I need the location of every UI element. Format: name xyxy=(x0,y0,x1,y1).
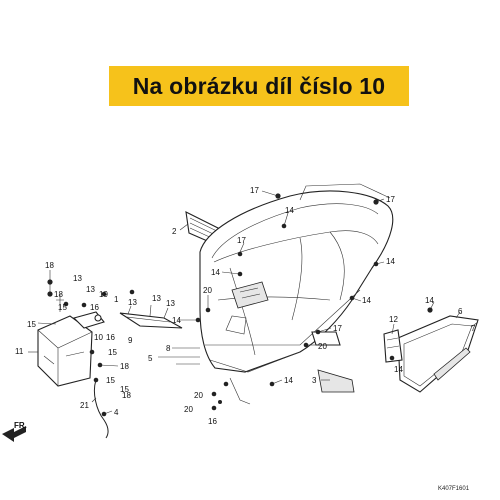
callout-20: 20 xyxy=(203,286,212,295)
callout-21: 21 xyxy=(80,401,89,410)
callout-7: 7 xyxy=(471,324,476,333)
callout-15: 15 xyxy=(106,376,115,385)
callout-12: 12 xyxy=(389,315,398,324)
callout-13: 13 xyxy=(152,294,161,303)
front-arrow: FR. xyxy=(2,421,27,442)
callout-18: 18 xyxy=(54,290,63,299)
callout-14: 14 xyxy=(386,257,395,266)
callout-20: 20 xyxy=(184,405,193,414)
callout-14: 14 xyxy=(362,296,371,305)
part-number-banner: Na obrázku díl číslo 10 xyxy=(109,66,409,106)
callout-3: 3 xyxy=(312,376,317,385)
fasteners xyxy=(47,193,433,417)
callout-13: 13 xyxy=(166,299,175,308)
callout-5: 5 xyxy=(148,354,153,363)
callout-20: 20 xyxy=(318,342,327,351)
callout-14: 14 xyxy=(284,376,293,385)
callout-4: 4 xyxy=(114,408,119,417)
part-11-side-box xyxy=(37,294,105,387)
part-9-panel xyxy=(119,312,183,329)
part-21-hose xyxy=(93,379,109,439)
callout-14: 14 xyxy=(172,316,181,325)
callout-18: 18 xyxy=(120,362,129,371)
callout-16: 16 xyxy=(208,417,217,426)
callout-20: 20 xyxy=(194,391,203,400)
callout-10: 10 xyxy=(94,333,103,342)
luggage-box xyxy=(199,183,394,405)
callout-6: 6 xyxy=(458,307,463,316)
callout-labels: 17 17 2 14 17 14 14 18 13 13 13 13 20 14… xyxy=(15,186,476,426)
callout-13: 13 xyxy=(128,298,137,307)
part-3-bracket xyxy=(317,369,355,393)
callout-17: 17 xyxy=(237,236,246,245)
callout-13: 13 xyxy=(73,274,82,283)
callout-14: 14 xyxy=(394,365,403,374)
callout-8: 8 xyxy=(166,344,171,353)
callout-15: 15 xyxy=(120,385,129,394)
callout-15: 15 xyxy=(58,303,67,312)
callout-9: 9 xyxy=(128,336,133,345)
callout-14: 14 xyxy=(285,206,294,215)
callout-17: 17 xyxy=(386,195,395,204)
banner-text: Na obrázku díl číslo 10 xyxy=(132,72,386,99)
front-arrow-label: FR. xyxy=(14,421,27,430)
callout-15: 15 xyxy=(108,348,117,357)
callout-14: 14 xyxy=(425,296,434,305)
callout-14: 14 xyxy=(211,268,220,277)
callout-1: 1 xyxy=(114,295,119,304)
callout-17: 17 xyxy=(250,186,259,195)
callout-11: 11 xyxy=(15,347,24,356)
callout-13: 13 xyxy=(86,285,95,294)
callout-19: 19 xyxy=(99,290,108,299)
callout-18: 18 xyxy=(122,391,131,400)
callout-16: 16 xyxy=(90,303,99,312)
callout-16: 16 xyxy=(106,333,115,342)
callout-18: 18 xyxy=(45,261,54,270)
part-6-7-lid xyxy=(383,315,479,393)
diagram-code: K407F1601 xyxy=(438,486,470,492)
callout-15: 15 xyxy=(27,320,36,329)
callout-17: 17 xyxy=(333,324,342,333)
callout-2: 2 xyxy=(172,227,177,236)
